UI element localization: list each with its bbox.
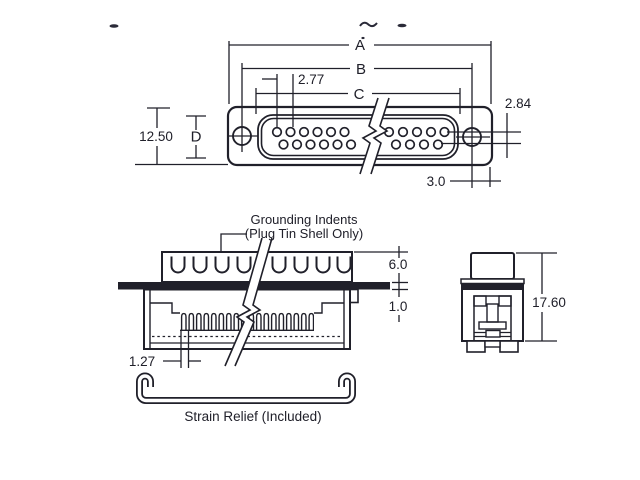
end-view [460,252,525,353]
dim-label-c: C [354,86,365,103]
face-view-dimension-labels: A B C D 2.77 12.50 2.84 3.0 [139,37,532,189]
end-latch-tab [485,329,501,338]
face-view [226,97,494,175]
dim-row-spacing: 2.84 [505,96,532,111]
cropped-title-artifact [109,21,407,40]
dim-label-a: A [355,37,365,54]
end-flange-top [460,278,525,285]
end-foot-right [499,340,519,353]
strain-relief-note: Strain Relief (Included) [184,409,321,424]
dim-pin-pitch: 2.77 [298,72,324,87]
grounding-note-line1: Grounding Indents [251,212,358,227]
dim-hole-to-edge: 3.0 [427,174,446,189]
pin-holes [271,126,450,150]
end-view-dimensions [516,252,557,342]
strain-relief [136,372,356,404]
side-view [118,233,390,367]
break-symbol-face [359,97,390,175]
dim-idc-pitch: 1.27 [129,354,155,369]
grounding-leader-line [220,233,247,251]
side-view-dimensions [163,246,408,368]
dim-end-height: 17.60 [532,295,566,310]
dim-flange-thickness: 1.0 [389,299,408,314]
insert-inner-outline [260,117,456,157]
grounding-note-line2: (Plug Tin Shell Only) [245,226,364,241]
end-mating-face [470,252,515,280]
end-flange-dark [461,283,524,289]
face-view-dimensions [135,41,521,188]
dim-shell-height: 12.50 [139,129,173,144]
side-view-labels: Grounding Indents (Plug Tin Shell Only) … [129,212,408,369]
dim-label-b: B [356,61,366,78]
end-foot-left [466,340,486,353]
insert-outer-outline [257,114,459,160]
break-symbol-side [224,237,273,367]
strain-relief-inner [137,374,355,403]
grounding-indents [170,256,352,274]
dim-shell-depth: 6.0 [389,257,408,272]
dim-label-d: D [191,129,202,146]
